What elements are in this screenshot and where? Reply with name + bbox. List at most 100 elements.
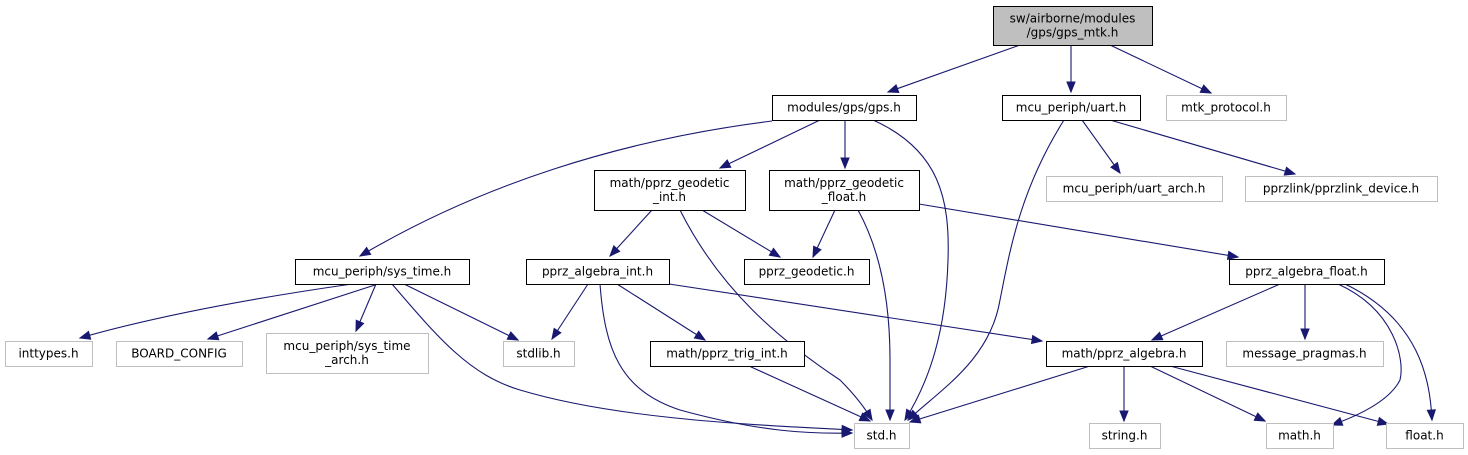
edge-arrowhead-icon [1376, 416, 1390, 426]
node-label: stdlib.h [516, 347, 560, 361]
node-label: sw/airborne/modules [1010, 12, 1136, 26]
edge-arrowhead-icon [908, 414, 922, 424]
node-label: _float.h [821, 190, 866, 204]
node-geodetic-int[interactable]: math/pprz_geodetic_int.h [594, 170, 746, 211]
edge-line [1151, 283, 1281, 341]
edges-layer [78, 44, 1437, 438]
node-label: mtk_protocol.h [1181, 101, 1271, 115]
edge-gps_mtk-to-gps [886, 44, 1021, 93]
node-box [769, 170, 920, 211]
edge-uart-to-std [907, 119, 1065, 421]
edge-line [1081, 119, 1121, 174]
edge-uart-to-uart_arch [1081, 119, 1121, 175]
edge-gps-to-std [872, 119, 949, 422]
edge-gps-to-geodetic_int [718, 119, 821, 169]
edge-line [359, 120, 773, 257]
node-geodetic-float[interactable]: math/pprz_geodetic_float.h [769, 170, 920, 211]
node-box [993, 6, 1153, 46]
node-label: std.h [867, 429, 897, 443]
edge-algebra_int-to-pprz_algebra [668, 283, 1044, 345]
node-pprz-geodetic[interactable]: pprz_geodetic.h [744, 259, 870, 285]
edge-geodetic_float-to-algebra_float [918, 203, 1240, 260]
edge-line [1169, 365, 1389, 425]
node-box [1266, 423, 1334, 449]
node-pprz-algebra[interactable]: math/pprz_algebra.h [1046, 341, 1203, 367]
edge-arrowhead-icon [768, 247, 782, 258]
edge-line [887, 44, 1021, 93]
edge-arrowhead-icon [862, 408, 873, 422]
node-box [266, 333, 429, 374]
node-label: math/pprz_algebra.h [1062, 347, 1187, 361]
node-message-pragmas: message_pragmas.h [1226, 341, 1384, 367]
edge-arrowhead-icon [1030, 334, 1044, 345]
node-algebra-float[interactable]: pprz_algebra_float.h [1229, 259, 1385, 285]
edge-line [616, 283, 706, 341]
node-algebra-int[interactable]: pprz_algebra_int.h [526, 259, 670, 285]
node-label: math/pprz_geodetic [610, 176, 730, 190]
node-board-config: BOARD_CONFIG [116, 341, 243, 367]
edge-arrowhead-icon [551, 327, 562, 341]
edge-line [1149, 365, 1266, 422]
node-std: std.h [854, 423, 910, 449]
edge-pprz_algebra-to-string [1119, 366, 1129, 423]
node-sys-time[interactable]: mcu_periph/sys_time.h [295, 259, 470, 285]
edge-algebra_int-to-std [599, 283, 854, 438]
edge-arrowhead-icon [907, 409, 919, 421]
edge-arrowhead-icon [840, 157, 850, 170]
node-uart[interactable]: mcu_periph/uart.h [1002, 95, 1141, 121]
node-label: message_pragmas.h [1242, 347, 1366, 361]
edge-algebra_float-to-float [1344, 283, 1437, 422]
edge-arrowhead-icon [1253, 412, 1267, 422]
node-label: pprz_algebra_int.h [542, 265, 653, 279]
node-box [526, 259, 670, 285]
edge-geodetic_int-to-algebra_int [609, 209, 653, 257]
node-box [744, 259, 870, 285]
node-trig-int[interactable]: math/pprz_trig_int.h [650, 341, 805, 367]
node-math: math.h [1266, 423, 1334, 449]
edge-arrowhead-icon [1066, 81, 1076, 94]
node-label: mcu_periph/uart_arch.h [1063, 182, 1206, 196]
edge-arrowhead-icon [78, 330, 92, 340]
edge-pprz_algebra-to-std [908, 365, 1091, 424]
edge-geodetic_float-to-pprz_geodetic [812, 209, 836, 259]
edge-arrowhead-icon [1330, 416, 1344, 426]
edge-line [719, 119, 821, 169]
edge-line [907, 119, 1065, 421]
node-label: mcu_periph/sys_time [283, 339, 410, 353]
edge-algebra_int-to-trig_int [616, 283, 707, 341]
node-pprzlink-device: pprzlink/pprzlink_device.h [1245, 176, 1438, 202]
node-label: math/pprz_trig_int.h [666, 347, 788, 361]
edge-line [391, 283, 853, 431]
node-label: mcu_periph/sys_time.h [313, 265, 452, 279]
node-gps[interactable]: modules/gps/gps.h [772, 95, 917, 121]
node-box [1245, 176, 1438, 202]
edge-uart-to-pprzlink_device [1109, 119, 1297, 176]
edge-arrowhead-icon [609, 245, 621, 257]
node-float: float.h [1386, 423, 1464, 449]
node-stdlib: stdlib.h [503, 341, 575, 367]
node-box [1089, 423, 1161, 449]
node-string: string.h [1089, 423, 1161, 449]
edge-line [207, 283, 379, 340]
edge-line [1344, 283, 1433, 421]
edge-algebra_float-to-pprz_algebra [1150, 283, 1281, 341]
node-box [1226, 341, 1384, 367]
edge-arrowhead-icon [841, 428, 854, 438]
edge-line [1109, 44, 1212, 94]
node-gps-mtk[interactable]: sw/airborne/modules/gps/gps_mtk.h [993, 6, 1153, 46]
edge-arrowhead-icon [718, 159, 732, 169]
node-box [295, 259, 470, 285]
node-box [854, 423, 910, 449]
edge-line [701, 209, 781, 258]
node-box [1386, 423, 1464, 449]
node-box [1229, 259, 1385, 285]
edge-geodetic_int-to-std [679, 209, 873, 422]
edge-line [599, 283, 853, 434]
node-label: _int.h [652, 190, 686, 204]
edge-line [1331, 283, 1402, 426]
edge-line [909, 365, 1091, 423]
node-label: math/pprz_geodetic [784, 176, 904, 190]
node-label: inttypes.h [18, 347, 78, 361]
edge-geodetic_float-to-std [857, 209, 895, 422]
